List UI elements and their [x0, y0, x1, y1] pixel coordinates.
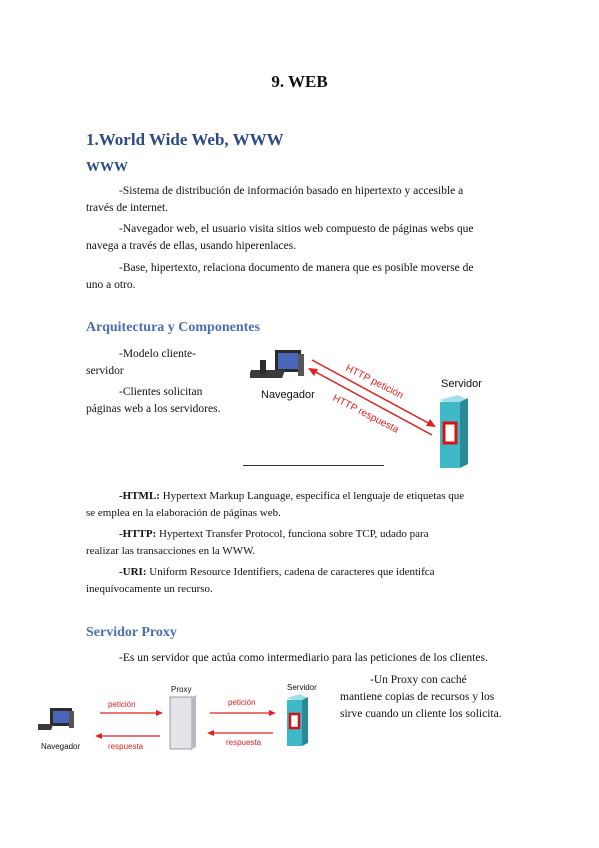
server-icon: [287, 694, 308, 746]
paragraph-arq-2: -Clientes solicitan páginas web a los se…: [86, 384, 256, 418]
proxy-diagram-proxy-label: Proxy: [171, 685, 191, 694]
section-heading-proxy: Servidor Proxy: [86, 625, 177, 640]
server-icon: [440, 395, 468, 468]
term-html: -HTML:: [119, 490, 160, 502]
diagram-server-label: Servidor: [441, 378, 482, 390]
proxy-diagram: Navegador petición respuesta Proxy petic…: [38, 683, 317, 751]
proxy-diagram-req1-label: petición: [108, 700, 136, 709]
paragraph-arq-1: -Modelo cliente- servidor: [86, 346, 246, 380]
paragraph-line: servidor: [86, 365, 124, 377]
computer-icon: [38, 708, 74, 730]
proxy-diagram-req2-label: petición: [228, 698, 256, 707]
paragraph-line: páginas web a los servidores.: [86, 403, 221, 415]
paragraph-line: -HTTP: Hypertext Transfer Protocol, func…: [86, 526, 516, 543]
response-arrow: [311, 369, 433, 436]
paragraph-line: -Modelo cliente-: [119, 348, 196, 360]
req2-arrowhead: [269, 710, 276, 716]
section-heading-www: 1.World Wide Web, WWW: [86, 130, 284, 149]
proxy-diagram-client-label: Navegador: [41, 742, 80, 751]
response-arrowhead: [308, 368, 318, 376]
paragraph-line: -Un Proxy con caché: [370, 674, 467, 686]
resp2-arrowhead: [207, 730, 214, 736]
resp1-arrowhead: [95, 733, 102, 739]
paragraph-line: se emplea en la elaboración de páginas w…: [86, 507, 281, 519]
paragraph-www-2: -Navegador web, el usuario visita sitios…: [86, 221, 506, 255]
request-arrow: [311, 359, 433, 426]
definition-text: Hypertext Transfer Protocol, funciona so…: [156, 528, 429, 540]
computer-icon: [250, 350, 304, 378]
proxy-diagram-resp1-label: respuesta: [108, 742, 144, 751]
paragraph-proxy-1: -Es un servidor que actúa como intermedi…: [119, 652, 488, 664]
paragraph-line: -Base, hipertexto, relaciona documento d…: [119, 262, 474, 274]
paragraph-www-1: -Sistema de distribución de información …: [86, 183, 506, 217]
paragraph-line: -URI: Uniform Resource Identifiers, cade…: [86, 564, 516, 581]
paragraph-line: inequívocamente un recurso.: [86, 583, 213, 595]
paragraph-line: través de internet.: [86, 202, 169, 214]
paragraph-line: -Clientes solicitan: [119, 386, 203, 398]
definition-text: Hypertext Markup Language, especifica el…: [159, 490, 465, 502]
paragraph-line: -Sistema de distribución de información …: [119, 185, 464, 197]
paragraph-line: -Navegador web, el usuario visita sitios…: [119, 223, 474, 235]
definition-uri: -URI: Uniform Resource Identifiers, cade…: [86, 564, 516, 598]
definition-http: -HTTP: Hypertext Transfer Protocol, func…: [86, 526, 516, 560]
paragraph-line: -HTML: Hypertext Markup Language, especi…: [86, 488, 516, 505]
term-uri: -URI:: [119, 566, 147, 578]
proxy-diagram-server-label: Servidor: [287, 683, 317, 692]
paragraph-line: navega a través de ellas, usando hiperen…: [86, 240, 297, 252]
paragraph-www-3: -Base, hipertexto, relaciona documento d…: [86, 260, 506, 294]
paragraph-proxy-2: -Un Proxy con caché mantiene copias de r…: [340, 672, 540, 723]
paragraph-line: realizar las transacciones en la WWW.: [86, 545, 256, 557]
subheading-www: WWW: [86, 160, 128, 175]
term-http: -HTTP:: [119, 528, 157, 540]
paragraph-line: uno a otro.: [86, 279, 136, 291]
diagram-client-label: Navegador: [261, 389, 315, 401]
proxy-box: [169, 696, 193, 750]
paragraph-line: mantiene copias de recursos y los: [340, 691, 495, 703]
proxy-box-side: [192, 695, 196, 749]
proxy-diagram-resp2-label: respuesta: [226, 738, 262, 747]
page-title: 9. WEB: [271, 72, 328, 91]
definition-html: -HTML: Hypertext Markup Language, especi…: [86, 488, 516, 522]
paragraph-line: sirve cuando un cliente los solicita.: [340, 708, 502, 720]
request-arrowhead: [426, 419, 436, 427]
definition-text: Uniform Resource Identifiers, cadena de …: [146, 566, 435, 578]
client-server-diagram: Navegador HTTP petición HTTP respuesta S…: [250, 350, 482, 468]
divider-line: [243, 465, 384, 466]
section-heading-arquitectura: Arquitectura y Componentes: [86, 320, 260, 335]
req1-arrowhead: [156, 710, 163, 716]
